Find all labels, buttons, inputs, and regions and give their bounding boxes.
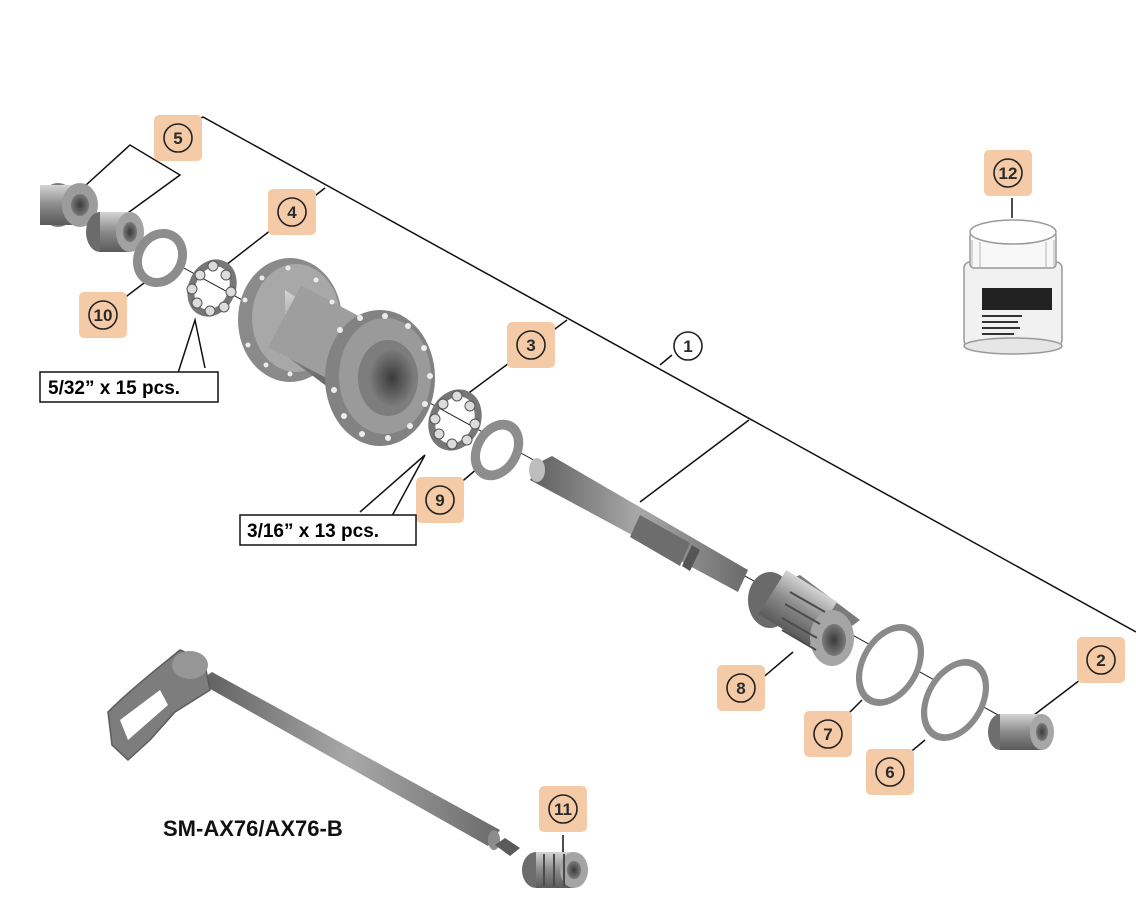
ball-spec-center: 3/16” x 13 pcs.	[247, 521, 379, 542]
part-12-grease-tub	[963, 219, 1063, 355]
hub-shell	[238, 258, 435, 446]
callout-number: 1	[683, 337, 692, 356]
callout-11: 11	[539, 786, 587, 832]
part-10-washer	[132, 228, 188, 288]
part-8-freehub	[748, 570, 860, 666]
callout-number: 10	[94, 306, 113, 325]
part-5-left-cone	[40, 183, 98, 227]
callout-number: 8	[736, 679, 745, 698]
callout-number: 7	[823, 725, 832, 744]
hub-axle	[529, 456, 748, 592]
callout-2: 2	[1077, 637, 1125, 683]
callout-number: 3	[526, 336, 535, 355]
callout-5: 5	[154, 115, 202, 161]
callout-number: 11	[554, 800, 572, 819]
callout-8: 8	[717, 665, 765, 711]
part-7-spacer	[855, 624, 925, 706]
callout-number: 6	[885, 763, 894, 782]
ball-spec-center-box: 3/16” x 13 pcs.	[239, 514, 417, 546]
part-5-right-cone	[86, 212, 144, 252]
part-9-washer	[470, 419, 524, 481]
part-11-axle-nut	[522, 852, 588, 888]
callout-6: 6	[866, 749, 914, 795]
callout-12: 12	[984, 150, 1032, 196]
callout-9: 9	[416, 477, 464, 523]
thru-axle	[107, 649, 520, 856]
callout-number: 12	[999, 164, 1018, 183]
callout-number: 4	[287, 203, 297, 222]
callout-7: 7	[804, 711, 852, 757]
callout-10: 10	[79, 292, 127, 338]
ball-spec-left: 5/32” x 15 pcs.	[48, 378, 180, 399]
part-4-bearing	[186, 259, 237, 317]
model-label: SM-AX76/AX76-B	[163, 816, 343, 841]
part-6-spacer	[920, 659, 990, 741]
callout-number: 5	[173, 129, 182, 148]
callout-number: 2	[1096, 651, 1105, 670]
ball-spec-left-box: 5/32” x 15 pcs.	[39, 371, 219, 403]
top-bar	[0, 0, 1136, 48]
callout-3: 3	[507, 322, 555, 368]
part-2-end-cap	[988, 714, 1054, 750]
callout-4: 4	[268, 189, 316, 235]
callout-1: 1	[673, 331, 703, 361]
callout-number: 9	[435, 491, 444, 510]
part-3-bearing	[428, 389, 482, 451]
